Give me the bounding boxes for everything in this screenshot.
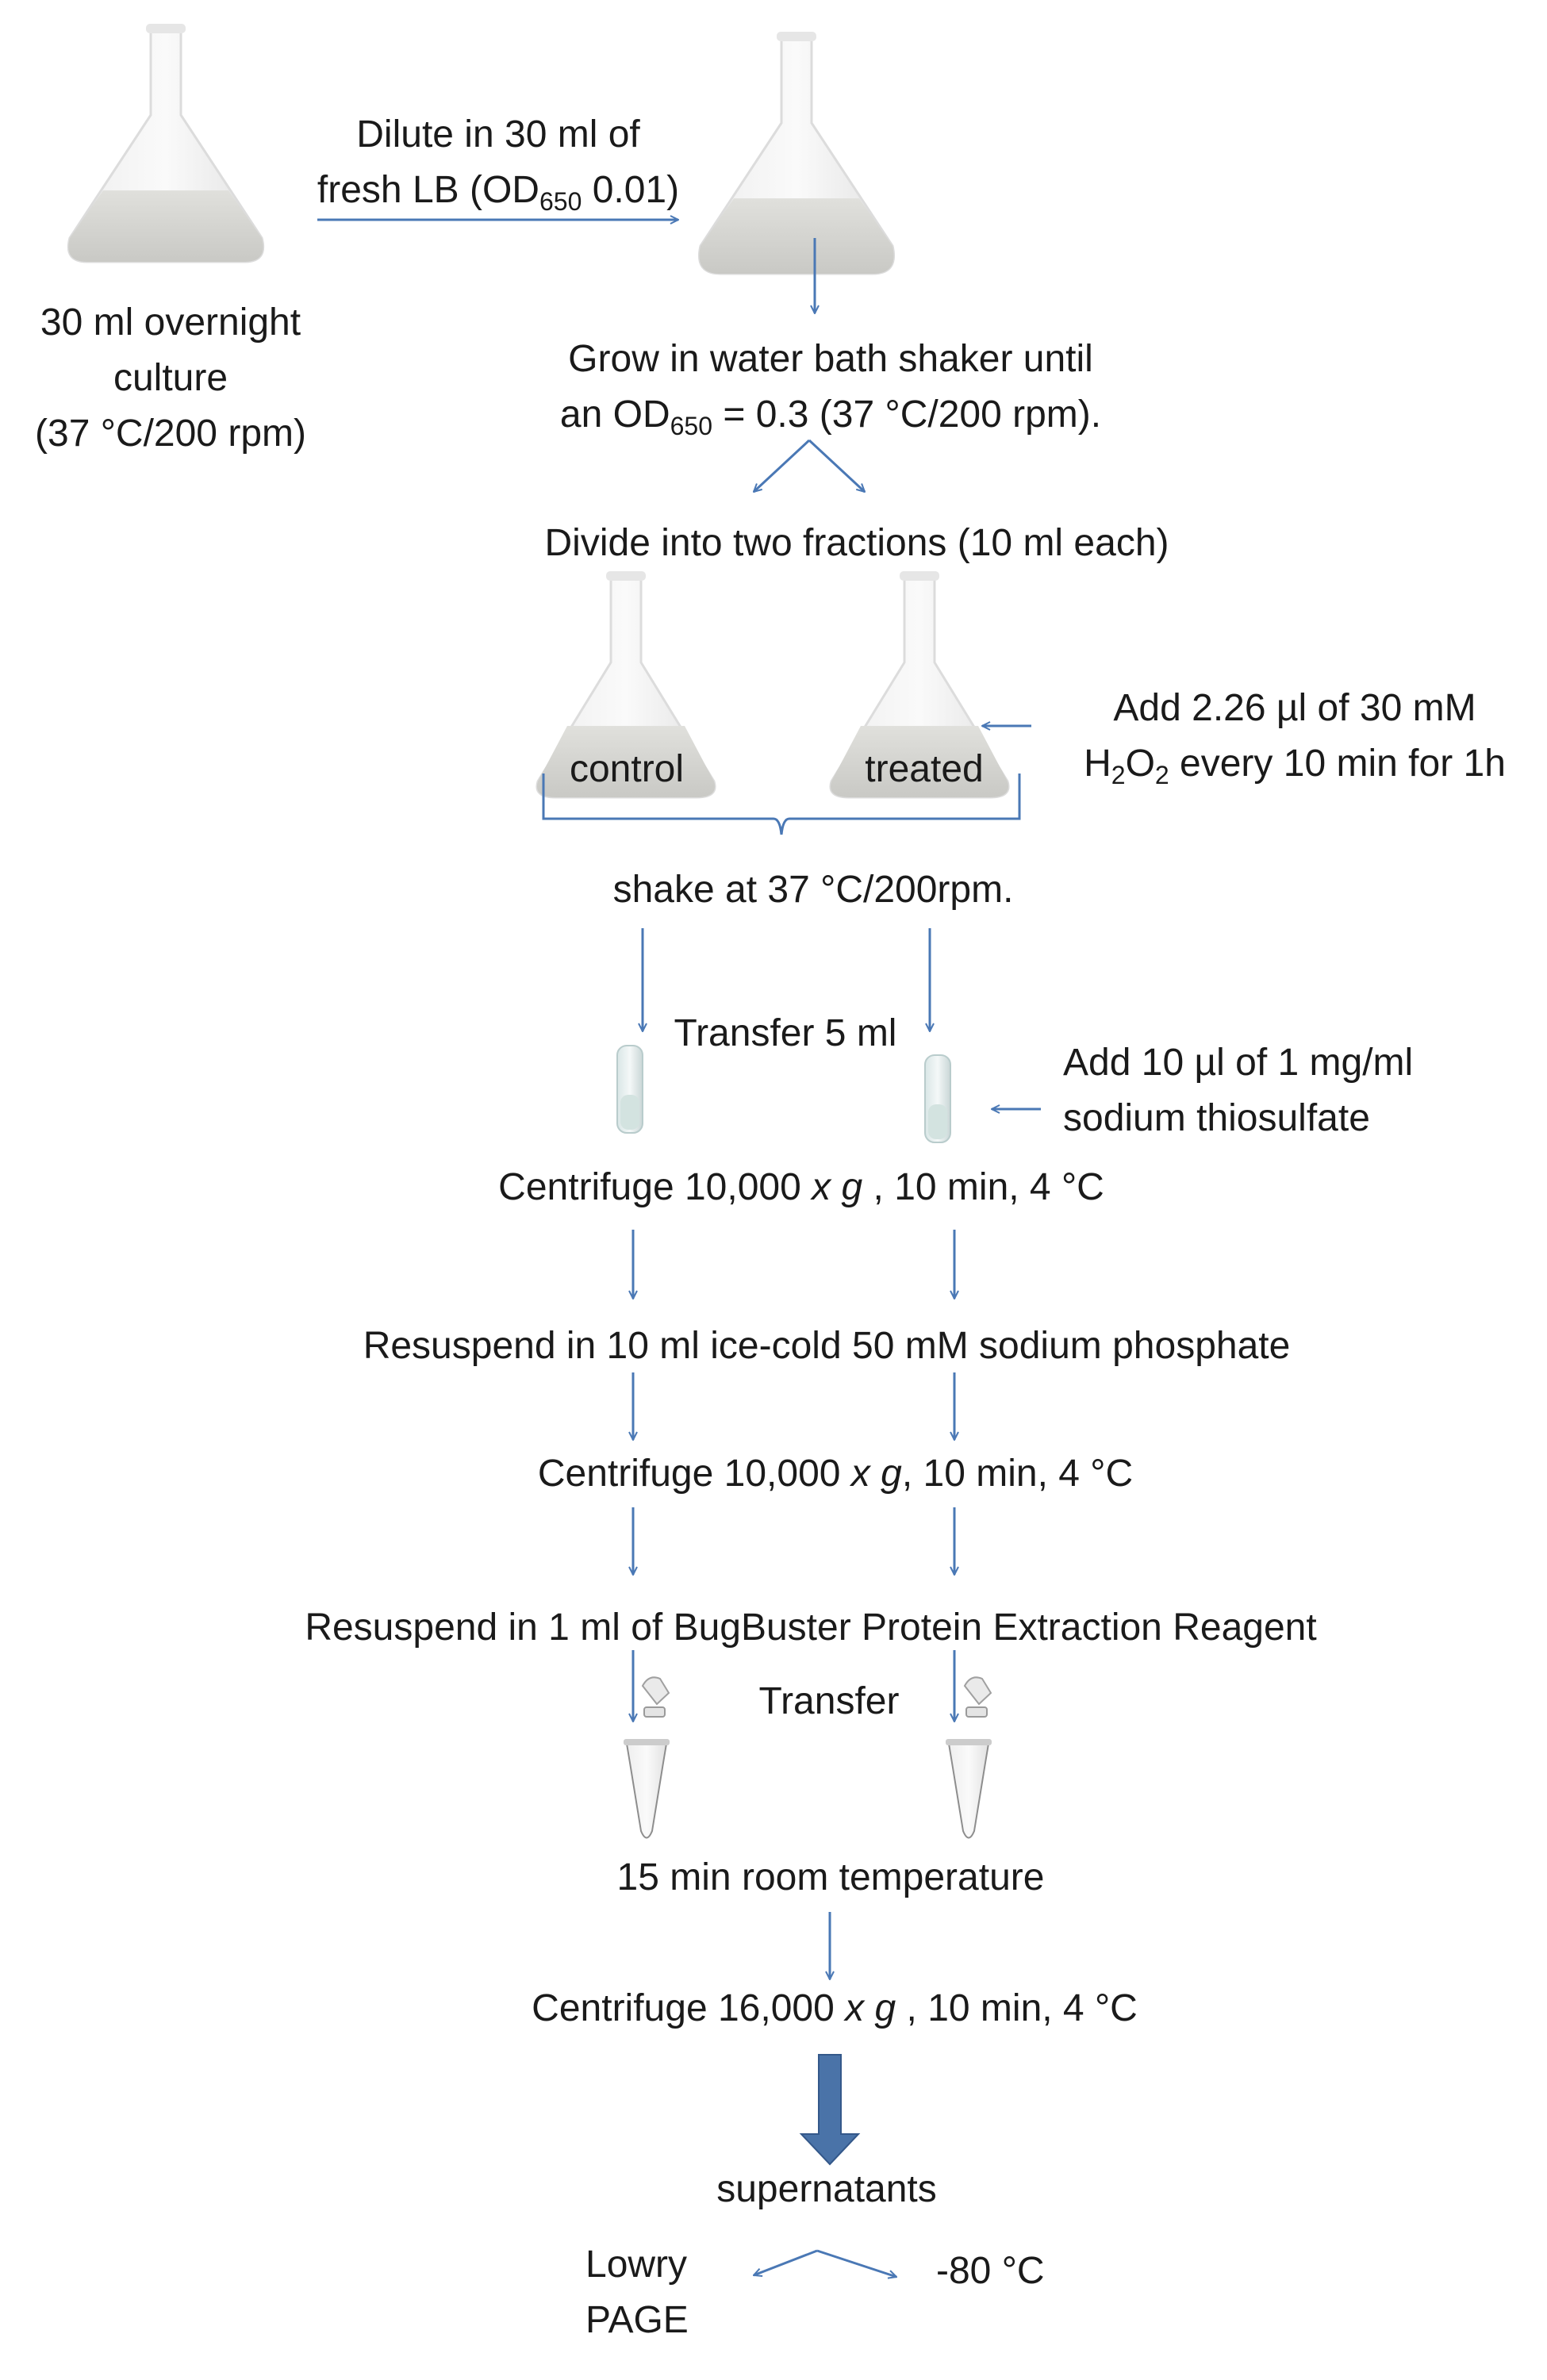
arrow-icon [808, 439, 865, 492]
overnight-culture-label: 30 ml overnight culture (37 °C/200 rpm) [35, 301, 306, 455]
shake-step-label: shake at 37 °C/200rpm. [612, 869, 1014, 911]
test-tube-icon [924, 1054, 951, 1143]
freeze-label: -80 °C [936, 2250, 1045, 2292]
transfer-5ml-label: Transfer 5 ml [674, 1012, 897, 1054]
arrow-icon [754, 2249, 818, 2275]
microcentrifuge-tube-icon [946, 1676, 992, 1839]
transfer-label: Transfer [758, 1680, 900, 1722]
grouping-brace [542, 774, 1021, 835]
arrow-icon [754, 439, 811, 492]
dilute-step-label: Dilute in 30 ml of fresh LB (OD650 0.01) [317, 113, 680, 216]
supernatants-label: supernatants [716, 2168, 937, 2210]
flask-icon [829, 571, 1010, 799]
incubation-step-label: 15 min room temperature [616, 1856, 1045, 1898]
resuspend-step-2-label: Resuspend in 1 ml of BugBuster Protein E… [305, 1606, 1317, 1649]
centrifuge-step-1-label: Centrifuge 10,000 x g , 10 min, 4 °C [498, 1166, 1104, 1208]
flask-icon [536, 571, 716, 799]
lowry-label: Lowry [585, 2244, 688, 2286]
flask-icon [67, 24, 265, 263]
flask-icon [698, 32, 895, 275]
arrow-icon [816, 2249, 896, 2277]
centrifuge-step-3-label: Centrifuge 16,000 x g , 10 min, 4 °C [532, 1987, 1138, 2029]
centrifuge-step-2-label: Centrifuge 10,000 x g, 10 min, 4 °C [537, 1453, 1134, 1495]
resuspend-step-1-label: Resuspend in 10 ml ice-cold 50 mM sodium… [363, 1325, 1291, 1367]
control-flask-label: control [569, 748, 685, 790]
microcentrifuge-tube-icon [624, 1676, 670, 1839]
test-tube-icon [616, 1045, 643, 1134]
grow-step-label: Grow in water bath shaker until an OD650… [559, 338, 1102, 440]
divide-step-label: Divide into two fractions (10 ml each) [544, 522, 1169, 564]
big-down-arrow-icon [799, 2054, 861, 2166]
thiosulfate-label: Add 10 µl of 1 mg/ml sodium thiosulfate [1063, 1042, 1414, 1139]
add-h2o2-label: Add 2.26 µl of 30 mM H2O2 every 10 min f… [1084, 687, 1506, 789]
treated-flask-label: treated [865, 748, 984, 790]
page-label: PAGE [585, 2299, 689, 2341]
